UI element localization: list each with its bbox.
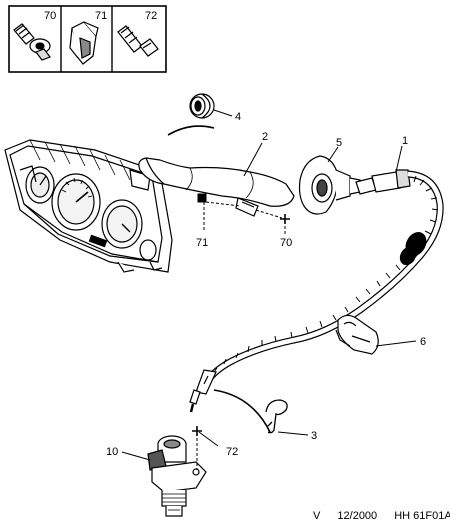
clip-71-marker-icon bbox=[197, 193, 207, 203]
instrument-cluster bbox=[4, 139, 173, 273]
screw-with-washer-icon bbox=[13, 23, 51, 61]
callout-10: 10 bbox=[106, 446, 118, 458]
cable-clip bbox=[335, 314, 379, 355]
callout-72: 72 bbox=[226, 446, 238, 458]
callout-1: 1 bbox=[402, 135, 408, 147]
footer-code: HH 61F01A bbox=[394, 510, 450, 522]
callout-leader-lines bbox=[121, 109, 417, 470]
speed-sensor bbox=[147, 435, 207, 517]
inset-label-71: 71 bbox=[95, 10, 107, 22]
speedometer-cable bbox=[189, 169, 444, 413]
footer-date: 12/2000 bbox=[337, 510, 378, 522]
bolt-72-marker-icon bbox=[192, 426, 202, 436]
upper-cable-sheath bbox=[138, 157, 295, 217]
callout-6: 6 bbox=[420, 336, 426, 348]
fastener-inset-box: 70 71 72 bbox=[8, 5, 167, 73]
diagram-footer: V 12/2000 HH 61F01A bbox=[313, 510, 450, 522]
bolt-icon bbox=[117, 25, 159, 57]
callout-70: 70 bbox=[280, 237, 292, 249]
cable-leader-curve bbox=[213, 389, 271, 433]
callout-5: 5 bbox=[336, 137, 342, 149]
screw-70-marker-icon bbox=[280, 214, 290, 224]
bulkhead-grommet bbox=[298, 155, 361, 215]
callout-3: 3 bbox=[311, 430, 317, 442]
plastic-clip-icon bbox=[69, 21, 99, 65]
wire-clip bbox=[265, 399, 288, 434]
rubber-grommet bbox=[189, 93, 215, 119]
callout-2: 2 bbox=[262, 131, 268, 143]
callout-71: 71 bbox=[196, 237, 208, 249]
callout-4: 4 bbox=[235, 111, 241, 123]
footer-version: V bbox=[313, 510, 321, 522]
fastener-markers bbox=[192, 193, 290, 436]
cluster-wire-curve bbox=[167, 125, 215, 136]
inset-label-70: 70 bbox=[44, 10, 56, 22]
inset-label-72: 72 bbox=[145, 10, 157, 22]
